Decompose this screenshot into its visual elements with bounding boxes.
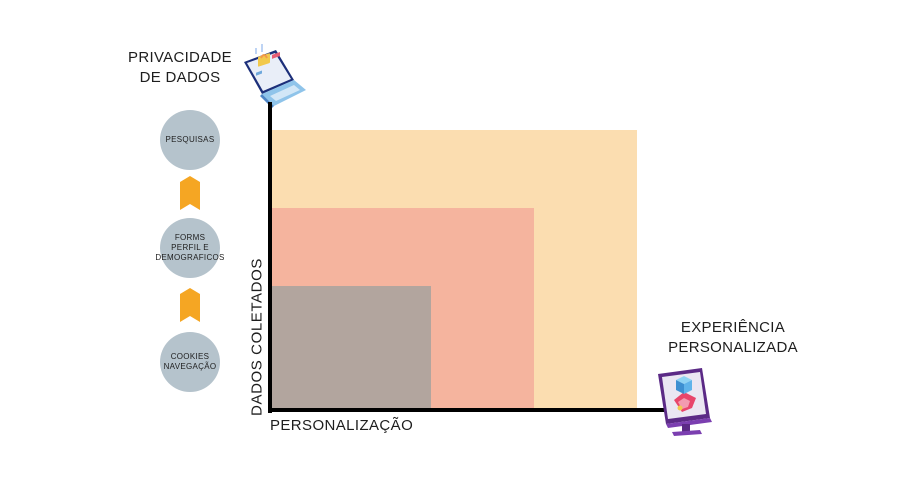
step-circle-forms: FORMS PERFIL E DEMOGRAFICOS: [155, 218, 224, 278]
privacy-title-line2: DE DADOS: [139, 69, 221, 86]
y-axis: [268, 102, 272, 413]
x-axis: [268, 408, 668, 412]
step-circle-cookies: COOKIES NAVEGAÇÃO: [160, 332, 220, 392]
privacy-title: PRIVACIDADE DE DADOS: [125, 48, 235, 88]
experience-title-line1: EXPERIÊNCIA: [680, 319, 786, 336]
x-axis-label: PERSONALIZAÇÃO: [270, 417, 414, 434]
step-circle-pesquisas: PESQUISAS: [160, 110, 220, 170]
monitor-cube-icon: [658, 368, 712, 436]
up-arrow-icon: [180, 176, 200, 210]
step-label: PESQUISAS: [165, 135, 215, 144]
up-arrow-icon: [180, 288, 200, 322]
level-rect-inner: [270, 286, 431, 409]
laptop-lock-icon: [244, 44, 306, 108]
y-axis-label: DADOS COLETADOS: [248, 258, 266, 416]
experience-title: EXPERIÊNCIA PERSONALIZADA: [658, 318, 808, 358]
experience-title-line2: PERSONALIZADA: [668, 339, 798, 356]
step-label: COOKIES NAVEGAÇÃO: [163, 352, 217, 371]
step-label: FORMS PERFIL E DEMOGRAFICOS: [155, 233, 225, 262]
privacy-title-line1: PRIVACIDADE: [128, 49, 232, 66]
